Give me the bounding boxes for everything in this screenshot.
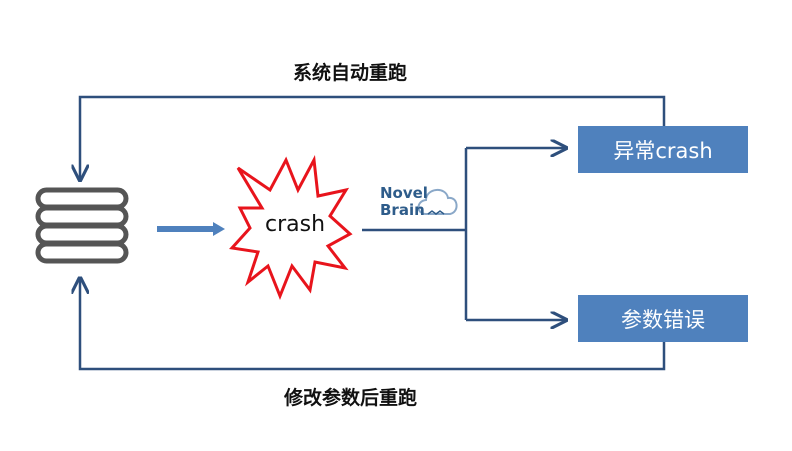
outcome-crash-label: 异常crash: [613, 138, 713, 163]
database-to-crash-arrow: [157, 222, 225, 236]
outcome-box-param-error: 参数错误: [578, 295, 748, 342]
explosion-burst-icon: [229, 155, 353, 301]
outcome-param-label: 参数错误: [621, 307, 705, 332]
bottom-loop-label: 修改参数后重跑: [284, 387, 418, 409]
crash-label: crash: [264, 212, 326, 237]
logo-text-brain: Brain: [380, 201, 425, 219]
database-icon: [35, 187, 129, 264]
top-loop-label: 系统自动重跑: [293, 62, 408, 84]
outcome-box-crash: 异常crash: [578, 126, 748, 173]
cloud-icon: [417, 189, 458, 215]
bottom-loop-connector: [80, 278, 666, 371]
logo-text-novel: Novel: [380, 184, 428, 202]
top-loop-connector: [80, 95, 666, 180]
